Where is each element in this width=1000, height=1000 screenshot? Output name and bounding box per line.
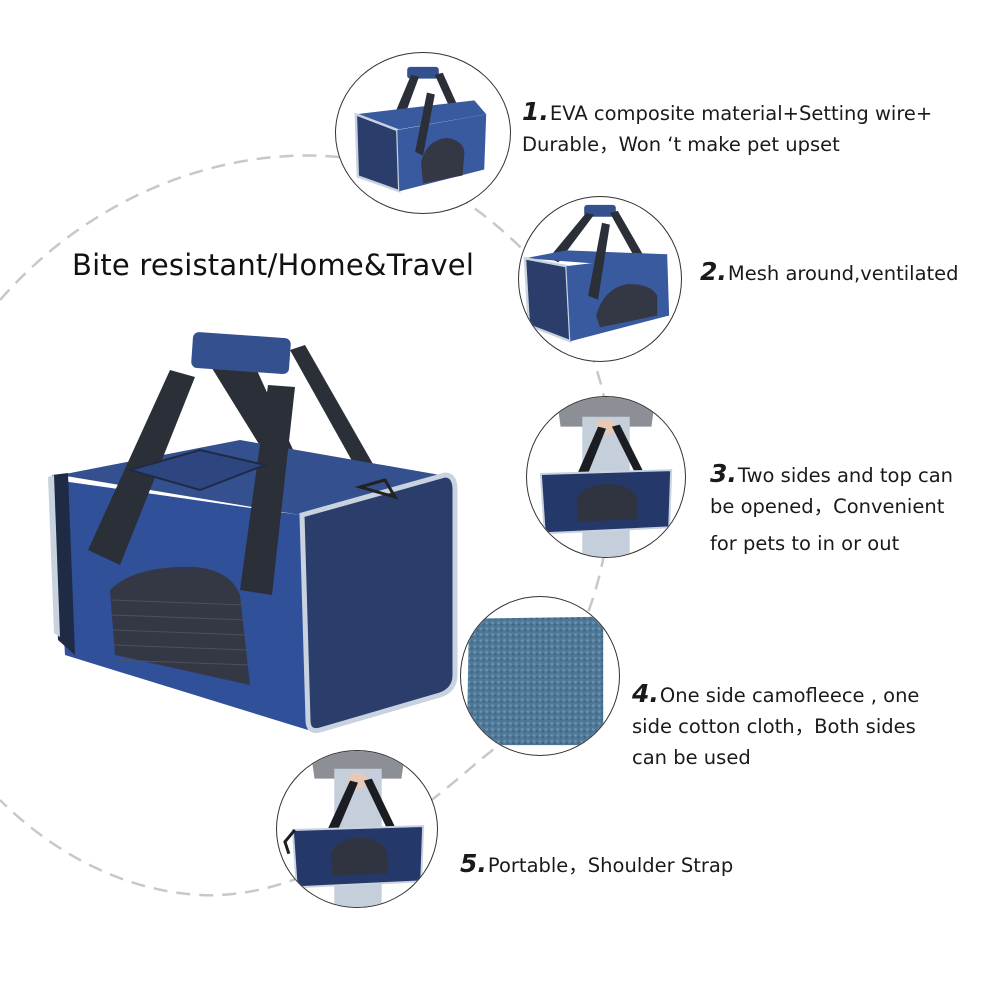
feature-5-image <box>276 750 438 908</box>
feature-4-number: 4. <box>632 679 659 708</box>
feature-2-text: 2.Mesh around,ventilated <box>700 257 959 286</box>
feature-3-text: 3.Two sides and top can be opened，Conven… <box>710 459 954 555</box>
pet-carrier-bag-icon <box>48 332 458 733</box>
bag-carried-shoulder-strap-icon <box>283 751 425 907</box>
feature-1-text: 1.EVA composite material+Setting wire+ D… <box>522 97 933 156</box>
feature-1-image <box>335 52 511 214</box>
feature-3-image <box>526 396 686 558</box>
feature-4-text: 4.One side camofleece , one side cotton … <box>632 679 920 769</box>
main-product-image <box>40 325 470 735</box>
bag-front-view-icon <box>354 66 487 194</box>
bag-carried-by-hand-icon <box>539 397 673 557</box>
headline: Bite resistant/Home&Travel <box>72 248 475 282</box>
feature-1-number: 1. <box>522 97 549 126</box>
bag-mesh-side-view-icon <box>523 204 670 344</box>
feature-3-number: 3. <box>710 459 737 488</box>
feature-2-image <box>518 196 682 362</box>
feature-4-image <box>460 596 620 756</box>
fleece-pad-swatch-icon <box>466 616 604 746</box>
feature-2-number: 2. <box>700 257 727 286</box>
feature-5-text: 5.Portable，Shoulder Strap <box>460 849 734 878</box>
feature-5-number: 5. <box>460 849 487 878</box>
